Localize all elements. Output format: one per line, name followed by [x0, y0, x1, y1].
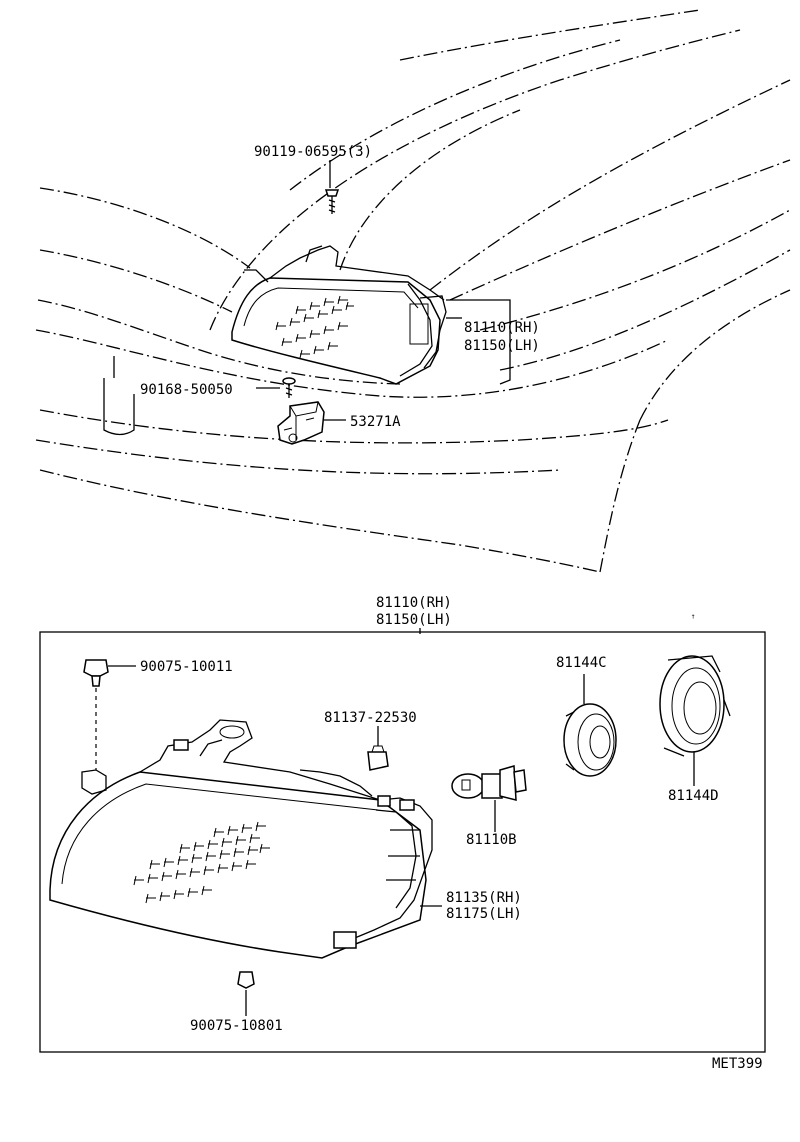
lens-grid-upper: [275, 295, 354, 359]
headlamp-lh-label-upper: 81150(LH): [464, 338, 540, 354]
assembly-box: [39, 631, 766, 1053]
clip-top-label: 90075-10011: [140, 659, 233, 675]
screw-top-label: 90119-06595(3): [254, 144, 372, 160]
lens-grid-lower: [133, 821, 270, 904]
bracket-icon: [277, 401, 325, 445]
socket-c-icon: [563, 703, 617, 777]
bulb-icon: [451, 765, 527, 801]
screw-top-icon: [324, 189, 340, 214]
leader-lines-upper: [256, 160, 511, 421]
assembly-rh-label: 81110(RH): [376, 595, 452, 611]
socket-d-label: 81144D: [668, 788, 719, 804]
small-mark: ꜛ: [690, 614, 696, 625]
socket-c-label: 81144C: [556, 655, 607, 671]
clip-top-icon: [83, 659, 109, 687]
diagram-code: MET399: [712, 1056, 763, 1072]
headlamp-rh-label-upper: 81110(RH): [464, 320, 540, 336]
housing-lh-label: 81175(LH): [446, 906, 522, 922]
installed-headlamp: [231, 245, 447, 385]
headlamp-assembly-drawing: [49, 719, 433, 959]
bracket-label: 53271A: [350, 414, 401, 430]
socket-d-icon: [659, 655, 731, 757]
bulb-label: 81110B: [466, 832, 517, 848]
retainer-icon: [367, 745, 389, 771]
screw-mid-label: 90168-50050: [140, 382, 233, 398]
vehicle-body-outline: [35, 9, 791, 573]
screw-mid-icon: [282, 377, 296, 398]
retainer-label: 81137-22530: [324, 710, 417, 726]
clip-bottom-label: 90075-10801: [190, 1018, 283, 1034]
assembly-lh-label: 81150(LH): [376, 612, 452, 628]
clip-bottom-icon: [237, 971, 255, 989]
housing-rh-label: 81135(RH): [446, 890, 522, 906]
